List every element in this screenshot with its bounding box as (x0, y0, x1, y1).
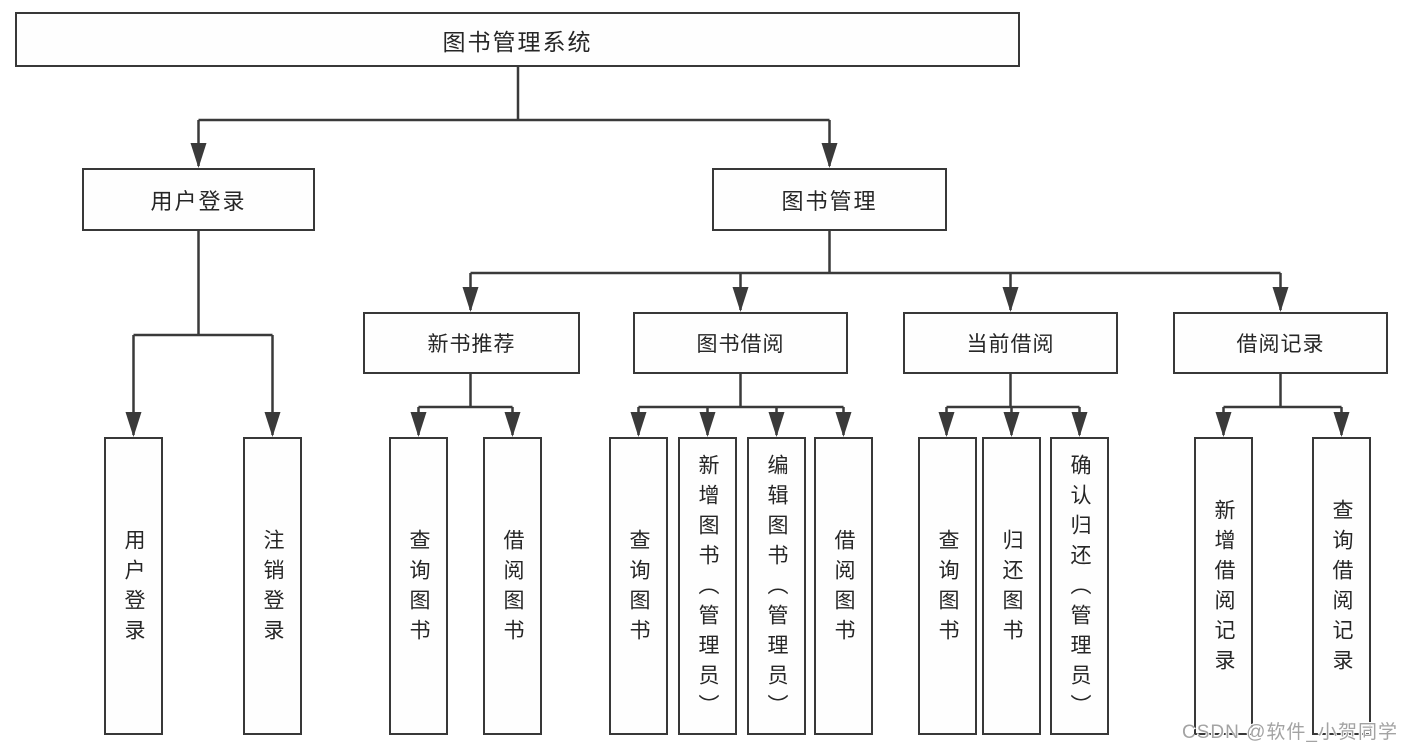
leaf-return-books: 归还图书 (982, 437, 1041, 735)
node-label: 编辑图书（管理员） (765, 454, 788, 724)
leaf-query-books-3: 查询图书 (918, 437, 977, 735)
node-label: 查询借阅记录 (1330, 499, 1353, 679)
node-label: 当前借阅 (966, 333, 1055, 356)
node-label: 借阅图书 (501, 529, 524, 649)
leaf-add-books-admin: 新增图书（管理员） (678, 437, 737, 735)
node-borrow-records: 借阅记录 (1173, 312, 1388, 374)
node-label: 新增借阅记录 (1212, 499, 1235, 679)
arrowhead (699, 412, 716, 437)
arrowhead (190, 143, 207, 168)
leaf-add-borrow-record: 新增借阅记录 (1194, 437, 1253, 735)
node-label: 查询图书 (407, 529, 430, 649)
csdn-watermark: CSDN @软件_小贺同学 (1182, 722, 1398, 743)
node-label: 借阅记录 (1236, 333, 1325, 356)
arrowhead (410, 412, 427, 437)
arrowhead (835, 412, 852, 437)
node-label: 注销登录 (261, 529, 284, 649)
leaf-borrow-books-2: 借阅图书 (814, 437, 873, 735)
edge-newbooks (417, 374, 514, 435)
node-label: 查询图书 (627, 529, 650, 649)
node-label: 用户登录 (122, 529, 145, 649)
node-label: 图书管理 (781, 188, 878, 214)
leaf-query-borrow-record: 查询借阅记录 (1312, 437, 1371, 735)
arrowhead (768, 412, 785, 437)
node-label: 图书管理系统 (442, 28, 593, 55)
node-new-book-recommend: 新书推荐 (363, 312, 580, 374)
edge-userlogin (132, 231, 274, 435)
node-label: 借阅图书 (832, 529, 855, 649)
arrowhead (821, 143, 838, 168)
leaf-query-books-1: 查询图书 (389, 437, 448, 735)
edge-root-stem (197, 67, 831, 166)
arrowhead (732, 287, 749, 312)
arrowhead (1071, 412, 1088, 437)
leaf-user-login: 用户登录 (104, 437, 163, 735)
node-label: 新增图书（管理员） (696, 454, 719, 724)
arrowhead (1215, 412, 1232, 437)
arrowhead (1333, 412, 1350, 437)
node-library-system: 图书管理系统 (15, 12, 1020, 67)
leaf-edit-books-admin: 编辑图书（管理员） (747, 437, 806, 735)
arrowhead (462, 287, 479, 312)
leaf-confirm-return-admin: 确认归还（管理员） (1050, 437, 1109, 735)
edge-borrowrecords (1222, 374, 1343, 435)
leaf-query-books-2: 查询图书 (609, 437, 668, 735)
node-book-borrow: 图书借阅 (633, 312, 848, 374)
arrowhead (938, 412, 955, 437)
arrowhead (264, 412, 281, 437)
leaf-borrow-books-1: 借阅图书 (483, 437, 542, 735)
arrowhead (630, 412, 647, 437)
node-label: 归还图书 (1000, 529, 1023, 649)
node-label: 确认归还（管理员） (1068, 454, 1091, 724)
arrowhead (1003, 412, 1020, 437)
node-current-borrow: 当前借阅 (903, 312, 1118, 374)
node-label: 图书借阅 (696, 333, 785, 356)
arrowhead (504, 412, 521, 437)
node-user-login: 用户登录 (82, 168, 315, 231)
arrowhead (1272, 287, 1289, 312)
node-book-management: 图书管理 (712, 168, 947, 231)
node-label: 新书推荐 (427, 333, 516, 356)
arrowhead (125, 412, 142, 437)
node-label: 查询图书 (936, 529, 959, 649)
leaf-logout: 注销登录 (243, 437, 302, 735)
node-label: 用户登录 (150, 188, 247, 214)
arrowhead (1002, 287, 1019, 312)
edge-bookmgmt (469, 231, 1282, 310)
edge-bookborrow (637, 374, 845, 435)
